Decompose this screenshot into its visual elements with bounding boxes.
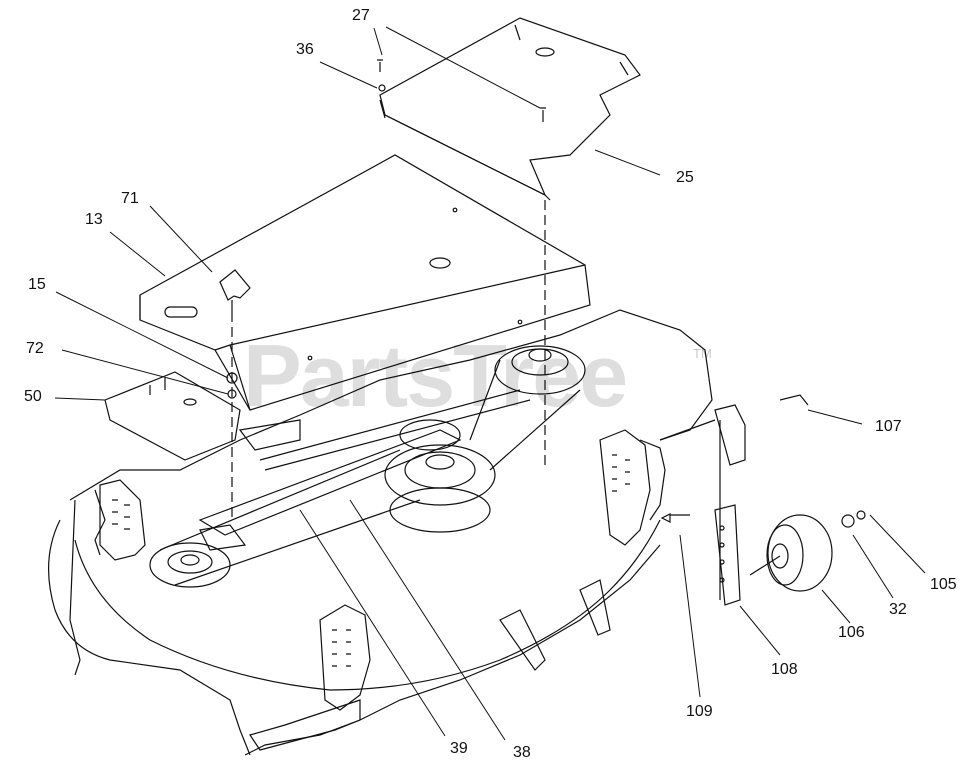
washer-36	[378, 84, 386, 92]
belt-cover	[139, 154, 591, 411]
label-71: 71	[121, 190, 139, 207]
label-15: 15	[28, 276, 46, 293]
label-106: 106	[838, 624, 865, 641]
label-39: 39	[450, 740, 468, 757]
small-bracket	[104, 371, 241, 461]
label-36: 36	[296, 41, 314, 58]
label-72: 72	[26, 340, 44, 357]
label-27: 27	[352, 7, 370, 24]
label-108: 108	[771, 661, 798, 678]
label-13: 13	[85, 211, 103, 228]
label-50: 50	[24, 388, 42, 405]
knob	[219, 269, 251, 312]
label-105: 105	[930, 576, 957, 593]
bolt-2	[540, 107, 546, 122]
label-32: 32	[889, 601, 907, 618]
label-38: 38	[513, 744, 531, 761]
leader-lines	[54, 26, 926, 741]
label-109: 109	[686, 703, 713, 720]
mower-deck	[48, 309, 713, 756]
caster-assembly	[659, 394, 866, 606]
watermark-text: PartsTree	[243, 326, 628, 425]
watermark-trademark: TM	[693, 346, 712, 361]
bolt	[377, 59, 383, 72]
top-bracket	[379, 17, 641, 201]
label-25: 25	[676, 169, 694, 186]
label-107: 107	[875, 418, 902, 435]
